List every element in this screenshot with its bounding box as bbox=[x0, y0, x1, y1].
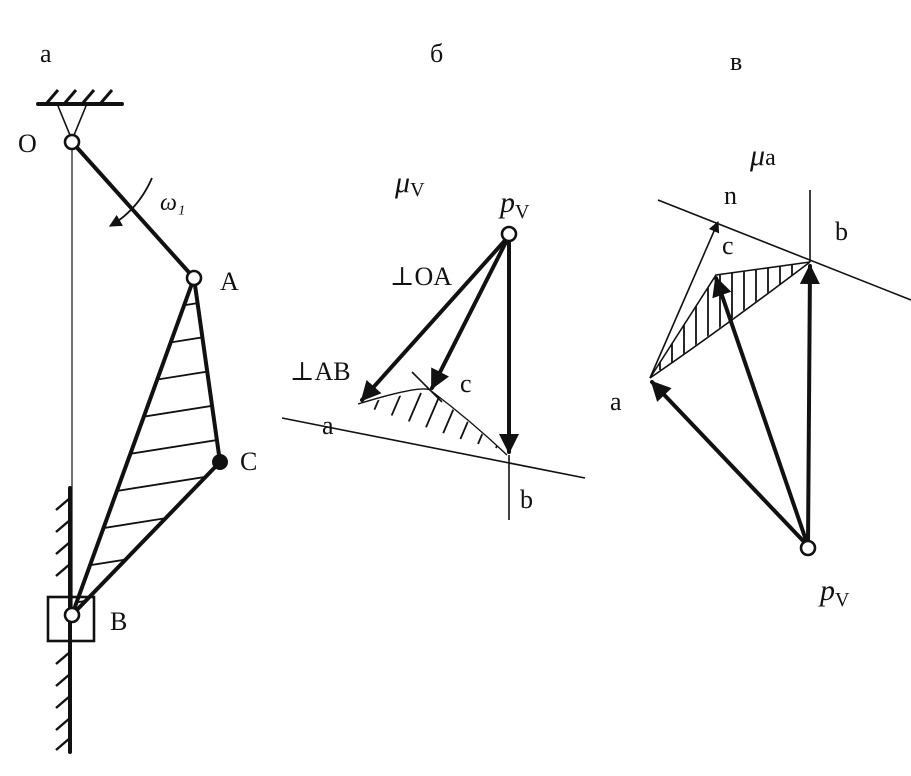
vector-vc bbox=[430, 234, 511, 390]
label-b: В bbox=[110, 607, 127, 636]
panel-a-letter: а bbox=[40, 39, 52, 68]
velocity-scale-symbol: μ bbox=[394, 166, 410, 199]
ground-hatch-top bbox=[44, 89, 114, 105]
label-a: А bbox=[220, 267, 239, 296]
acceleration-scale-label: μa bbox=[749, 139, 776, 172]
joint-a bbox=[185, 269, 203, 287]
label-vb: b bbox=[520, 485, 533, 514]
vector-aa bbox=[650, 380, 810, 548]
velocity-pole-sub: V bbox=[515, 201, 530, 223]
vector-ac bbox=[712, 276, 810, 548]
label-perp-oa: ⊥OA bbox=[390, 262, 452, 291]
acceleration-scale-sub: a bbox=[765, 145, 776, 171]
vector-an bbox=[649, 220, 720, 379]
panel-v-letter: в bbox=[730, 47, 742, 76]
vector-ab bbox=[799, 264, 820, 548]
line-perp-ab bbox=[281, 417, 586, 479]
acceleration-pole-symbol: p bbox=[818, 574, 835, 607]
label-va: a bbox=[322, 411, 334, 440]
velocity-triangle-outline bbox=[357, 388, 508, 456]
omega-label: ω₁ bbox=[160, 190, 185, 216]
slider-guide-hatch bbox=[55, 497, 71, 751]
acceleration-pole-sub: V bbox=[835, 589, 850, 611]
line-c-tick bbox=[411, 371, 443, 403]
panel-v-acceleration-plan: в μa n c b bbox=[610, 47, 911, 611]
label-aa: a bbox=[610, 387, 622, 416]
label-c: С bbox=[240, 447, 257, 476]
acceleration-pole-label: pV bbox=[818, 574, 850, 611]
acceleration-triangle-upper bbox=[649, 261, 811, 379]
velocity-pole-label: pV bbox=[498, 186, 530, 223]
label-an: n bbox=[724, 181, 737, 210]
acceleration-pole-point bbox=[799, 539, 817, 557]
acceleration-triangle-lower bbox=[649, 261, 811, 379]
slider-block bbox=[46, 595, 96, 643]
label-vc: c bbox=[460, 369, 472, 398]
label-perp-ab: ⊥AB bbox=[290, 357, 351, 386]
crank-oa bbox=[70, 140, 196, 280]
velocity-scale-label: μV bbox=[394, 166, 425, 201]
panel-a-mechanism: а ω₁ bbox=[18, 39, 257, 754]
acceleration-scale-symbol: μ bbox=[749, 139, 765, 172]
point-c bbox=[212, 454, 228, 470]
label-o: О bbox=[18, 129, 37, 158]
label-ab: b bbox=[835, 217, 848, 246]
vector-va bbox=[360, 234, 511, 402]
panel-b-velocity-plan: б μV pV ⊥OA ⊥AB a c b bbox=[281, 39, 586, 520]
panel-b-letter: б bbox=[430, 39, 443, 68]
velocity-pole-point bbox=[500, 225, 518, 243]
coupler-abc bbox=[70, 276, 222, 617]
joint-b bbox=[63, 606, 81, 624]
velocity-pole-symbol: p bbox=[498, 186, 515, 219]
joint-o bbox=[63, 133, 81, 151]
line-n-b bbox=[657, 199, 911, 301]
omega-arrow bbox=[108, 177, 153, 227]
label-ac: c bbox=[722, 231, 734, 260]
velocity-scale-sub: V bbox=[410, 179, 425, 201]
